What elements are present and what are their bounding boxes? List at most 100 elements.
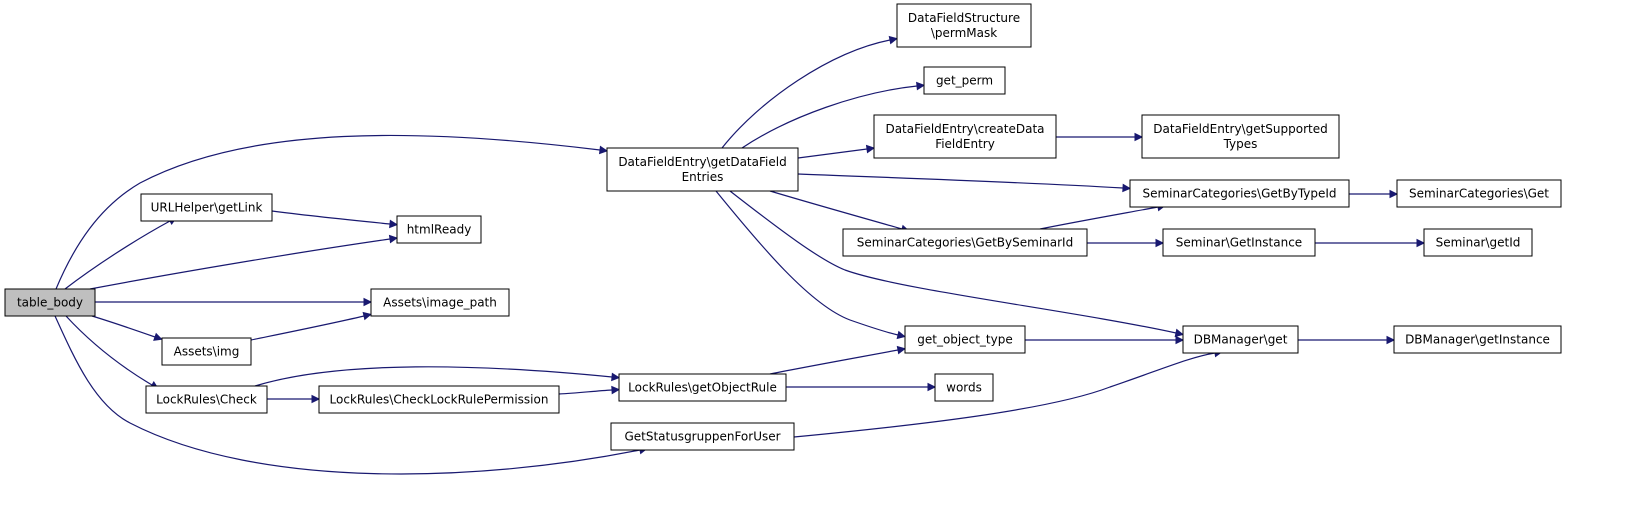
- arrowhead-icon: [611, 372, 621, 382]
- edge-line: [721, 39, 891, 149]
- edge-line: [797, 173, 1124, 189]
- node-label: GetStatusgruppenForUser: [624, 430, 780, 444]
- node-label: DBManager\getInstance: [1405, 333, 1550, 347]
- arrowhead-icon: [896, 345, 906, 355]
- node-label: LockRules\getObjectRule: [628, 381, 777, 395]
- node-label: get_perm: [936, 74, 993, 88]
- arrowhead-icon: [598, 145, 609, 155]
- node-label: DataFieldEntry\getDataField: [618, 155, 786, 169]
- edge-seminarcategories_getbytypeid-to-seminarcategories_get: [1349, 189, 1399, 199]
- edge-seminar_getinstance-to-seminar_getid: [1315, 238, 1426, 248]
- arrowhead-icon: [311, 394, 321, 404]
- node-box: [1393, 325, 1562, 354]
- edge-lockrules_checklockrulepermission-to-lockrules_getobjectrule: [558, 385, 621, 395]
- node-getstatusgruppenforuser[interactable]: GetStatusgruppenForUser: [610, 422, 795, 451]
- edge-line: [558, 389, 613, 395]
- edge-datafieldentry_getdatafieldentries-to-datafieldentry_createdatafieldentry: [797, 144, 876, 159]
- node-box: [923, 66, 1006, 95]
- arrowhead-icon: [1134, 132, 1144, 142]
- edge-line: [741, 85, 918, 149]
- node-box: [618, 373, 787, 402]
- node-label: SeminarCategories\GetByTypeId: [1142, 187, 1336, 201]
- node-seminarcategories-getbyseminarid[interactable]: SeminarCategories\GetBySeminarId: [842, 228, 1088, 257]
- node-label: LockRules\Check: [156, 393, 257, 407]
- node-lockrules-getobjectrule[interactable]: LockRules\getObjectRule: [618, 373, 787, 402]
- node-box: [1162, 228, 1316, 257]
- node-layer: table_body URLHelper\getLink htmlReadyAsse…: [4, 3, 1562, 451]
- edge-line: [65, 315, 153, 386]
- node-seminarcategories-get[interactable]: SeminarCategories\Get: [1396, 179, 1562, 208]
- node-label: words: [946, 381, 982, 395]
- edge-line: [55, 134, 601, 290]
- node-lockrules-check[interactable]: LockRules\Check: [145, 385, 268, 414]
- arrowhead-icon: [916, 81, 926, 91]
- node-datafieldstructure-permmask[interactable]: DataFieldStructure\permMask: [896, 3, 1032, 48]
- edge-table_body-to-htmlready: [89, 234, 399, 290]
- node-seminarcategories-getbytypeid[interactable]: SeminarCategories\GetByTypeId: [1129, 179, 1350, 208]
- arrowhead-icon: [865, 144, 876, 154]
- node-dbmanager-getinstance[interactable]: DBManager\getInstance: [1393, 325, 1562, 354]
- arrowhead-icon: [389, 219, 399, 229]
- node-get-perm[interactable]: get_perm: [923, 66, 1006, 95]
- node-assets-image-path[interactable]: Assets\image_path: [370, 288, 510, 317]
- arrowhead-icon: [927, 382, 937, 392]
- edge-line: [715, 190, 899, 336]
- edge-line: [271, 210, 391, 225]
- node-urlhelper-getlink[interactable]: URLHelper\getLink: [140, 193, 273, 222]
- node-box: [140, 193, 273, 222]
- edge-lockrules_getobjectrule-to-get_object_type: [769, 345, 906, 375]
- edge-table_body-to-assets_image_path: [95, 297, 373, 307]
- node-box: [842, 228, 1088, 257]
- edge-urlhelper_getlink-to-htmlready: [271, 210, 399, 229]
- arrowhead-icon: [1155, 238, 1165, 248]
- edge-seminarcategories_getbyseminarid-to-seminar_getinstance: [1087, 238, 1165, 248]
- edge-datafieldentry_getdatafieldentries-to-datafieldstructure_permmask: [721, 35, 898, 149]
- node-box: [606, 147, 799, 192]
- node-label: Seminar\getId: [1436, 236, 1521, 250]
- node-box: [145, 385, 268, 414]
- node-dbmanager-get[interactable]: DBManager\get: [1182, 325, 1299, 354]
- edge-line: [769, 190, 903, 230]
- edge-line: [729, 190, 1177, 334]
- node-label: \permMask: [931, 26, 997, 40]
- node-htmlready[interactable]: htmlReady: [396, 215, 482, 244]
- node-box: [904, 325, 1026, 354]
- node-label: Assets\image_path: [383, 296, 497, 310]
- node-seminar-getinstance[interactable]: Seminar\GetInstance: [1162, 228, 1316, 257]
- node-box: [934, 373, 994, 402]
- node-label: get_object_type: [917, 333, 1013, 347]
- node-box: [610, 422, 795, 451]
- node-label: Entries: [682, 170, 724, 184]
- node-box: [370, 288, 510, 317]
- node-lockrules-checklockrulepermission[interactable]: LockRules\CheckLockRulePermission: [318, 385, 560, 414]
- node-get-object-type[interactable]: get_object_type: [904, 325, 1026, 354]
- edge-datafieldentry_getdatafieldentries-to-seminarcategories_getbytypeid: [797, 173, 1132, 193]
- node-label: URLHelper\getLink: [151, 201, 263, 215]
- node-box: [1129, 179, 1350, 208]
- edge-line: [797, 148, 868, 159]
- node-seminar-getid[interactable]: Seminar\getId: [1423, 228, 1533, 257]
- node-label: LockRules\CheckLockRulePermission: [330, 393, 549, 407]
- node-label: htmlReady: [407, 223, 472, 237]
- arrowhead-icon: [1122, 183, 1132, 193]
- arrowhead-icon: [1389, 189, 1399, 199]
- edge-line: [1039, 206, 1159, 230]
- node-box: [1423, 228, 1533, 257]
- node-table-body[interactable]: table_body: [4, 288, 96, 317]
- arrowhead-icon: [362, 311, 372, 321]
- edge-getstatusgruppenforuser-to-dbmanager_get: [793, 348, 1224, 438]
- arrowhead-icon: [1174, 328, 1184, 338]
- node-label: DBManager\get: [1194, 333, 1288, 347]
- node-box: [1182, 325, 1299, 354]
- node-assets-img[interactable]: Assets\img: [161, 337, 252, 366]
- node-label: DataFieldEntry\getSupported: [1153, 122, 1327, 136]
- node-label: Assets\img: [174, 345, 240, 359]
- node-label: SeminarCategories\Get: [1409, 187, 1549, 201]
- node-words[interactable]: words: [934, 373, 994, 402]
- edge-table_body-to-datafieldentry_getdatafieldentries: [55, 134, 609, 290]
- node-label: table_body: [17, 296, 83, 310]
